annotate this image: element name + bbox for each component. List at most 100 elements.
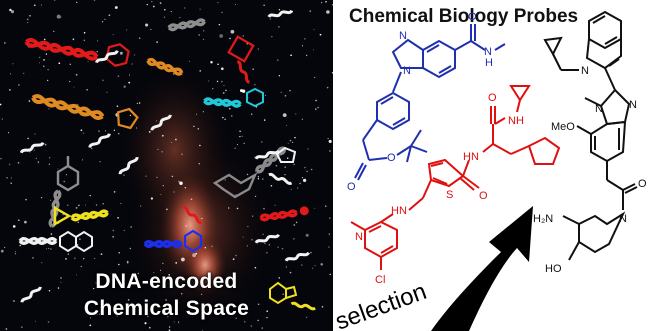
star <box>118 263 120 266</box>
star <box>145 23 149 27</box>
star <box>282 293 285 296</box>
star <box>314 76 316 78</box>
star <box>181 153 183 156</box>
star <box>278 26 280 28</box>
star <box>201 217 203 220</box>
star <box>105 130 107 132</box>
star <box>1 118 3 120</box>
atom-nh-cp: NH <box>508 115 524 127</box>
star <box>43 59 45 61</box>
star <box>281 247 284 250</box>
star <box>331 4 333 6</box>
star <box>112 229 115 232</box>
star <box>251 113 253 115</box>
star <box>69 80 71 83</box>
star <box>315 99 317 102</box>
star <box>166 208 168 211</box>
star <box>113 191 116 193</box>
star <box>270 184 273 187</box>
star <box>152 285 154 288</box>
star <box>278 277 281 279</box>
atom-o-top: O <box>468 11 477 23</box>
star <box>35 157 37 159</box>
star <box>131 63 133 65</box>
star <box>257 303 260 306</box>
star <box>4 42 6 44</box>
star <box>184 7 186 9</box>
star <box>77 103 79 105</box>
star <box>312 267 314 269</box>
star <box>168 274 171 276</box>
star <box>53 30 55 33</box>
atom-n1: N <box>399 30 407 42</box>
atom-n-bz2: N <box>629 99 637 111</box>
star <box>8 163 11 166</box>
star <box>40 4 42 6</box>
star <box>212 88 214 90</box>
star <box>188 60 191 62</box>
star <box>108 14 111 17</box>
dna-red-right <box>258 206 309 222</box>
star <box>198 163 200 165</box>
star <box>96 313 98 316</box>
star <box>162 262 164 265</box>
star <box>63 180 65 183</box>
star <box>264 242 266 245</box>
star <box>170 141 172 144</box>
star <box>76 244 79 246</box>
star <box>147 315 149 317</box>
star <box>134 54 136 56</box>
star <box>294 136 296 139</box>
star <box>57 287 60 289</box>
atom-n-pyr: N <box>355 231 363 243</box>
star <box>301 118 303 120</box>
star <box>223 84 225 87</box>
star <box>39 56 41 59</box>
star <box>74 257 76 259</box>
star <box>179 181 183 185</box>
star <box>208 80 210 82</box>
star <box>275 164 278 167</box>
dna-red-hexagon <box>23 37 130 68</box>
star <box>265 94 267 96</box>
star <box>266 316 268 319</box>
star <box>21 326 23 328</box>
star <box>261 327 263 329</box>
star <box>202 329 204 331</box>
star <box>118 252 120 254</box>
star <box>310 251 312 254</box>
atom-h-top: H <box>485 57 493 69</box>
star <box>62 214 64 216</box>
black-atom-labels: N N N MeO O N H₂N HO <box>533 65 647 275</box>
star <box>123 85 126 88</box>
star <box>137 272 139 275</box>
star <box>159 2 162 4</box>
star <box>304 38 306 40</box>
atom-hn-low: HN <box>391 205 407 217</box>
star <box>309 10 312 13</box>
star <box>320 263 323 266</box>
star <box>173 191 175 193</box>
star <box>149 326 151 329</box>
star <box>304 166 306 169</box>
star <box>315 108 317 110</box>
star <box>312 49 314 51</box>
star <box>305 233 309 237</box>
star <box>301 177 304 179</box>
star <box>150 28 152 31</box>
star <box>152 5 155 8</box>
atom-o-mid: O <box>479 190 488 202</box>
star <box>0 103 2 106</box>
star <box>293 238 295 240</box>
star <box>156 120 158 122</box>
star <box>0 157 2 160</box>
star <box>75 274 78 276</box>
star <box>163 16 166 18</box>
star <box>57 168 59 170</box>
star <box>199 144 201 147</box>
star <box>48 157 51 159</box>
star <box>199 70 201 72</box>
star <box>331 72 333 74</box>
star <box>190 198 193 201</box>
atom-n-top: N <box>484 46 492 58</box>
